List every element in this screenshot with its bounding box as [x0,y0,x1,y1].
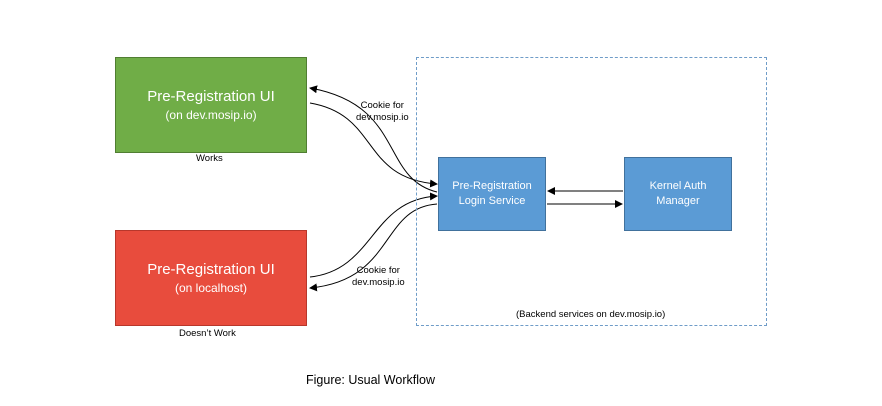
ui-local-subtitle: (on localhost) [174,281,248,296]
pre-registration-ui-local-node: Pre-Registration UI (on localhost) [115,230,307,326]
ui-prod-title: Pre-Registration UI [147,87,275,105]
auth-manager-line2: Manager [656,195,700,207]
backend-services-group [416,57,767,326]
auth-manager-line1: Kernel Auth [649,180,707,193]
cookie-bottom-line1: Cookie for [356,265,400,276]
cookie-label-top: Cookie for dev.mosip.io [356,100,409,125]
login-service-line2: Login Service [458,195,526,207]
arrow-ui-local-to-login [309,192,438,278]
arrow-ui-prod-to-login [309,102,438,188]
ui-local-status-label: Doesn’t Work [179,328,236,339]
cookie-top-line1: Cookie for [360,100,404,111]
cookie-bottom-line2: dev.mosip.io [352,277,405,289]
pre-registration-ui-prod-node: Pre-Registration UI (on dev.mosip.io) [115,57,307,153]
arrow-login-to-ui-local [309,203,438,292]
kernel-auth-manager-node: Kernel Auth Manager [624,157,732,231]
login-service-line1: Pre-Registration [452,180,532,193]
login-service-node: Pre-Registration Login Service [438,157,546,231]
ui-local-title: Pre-Registration UI [147,260,275,278]
cookie-top-line2: dev.mosip.io [356,112,409,124]
ui-prod-subtitle: (on dev.mosip.io) [165,108,257,123]
backend-group-label: (Backend services on dev.mosip.io) [516,309,666,320]
cookie-label-bottom: Cookie for dev.mosip.io [352,265,405,290]
arrow-login-to-ui-prod [309,85,438,193]
ui-prod-status-label: Works [196,153,223,164]
figure-caption: Figure: Usual Workflow [306,373,435,387]
